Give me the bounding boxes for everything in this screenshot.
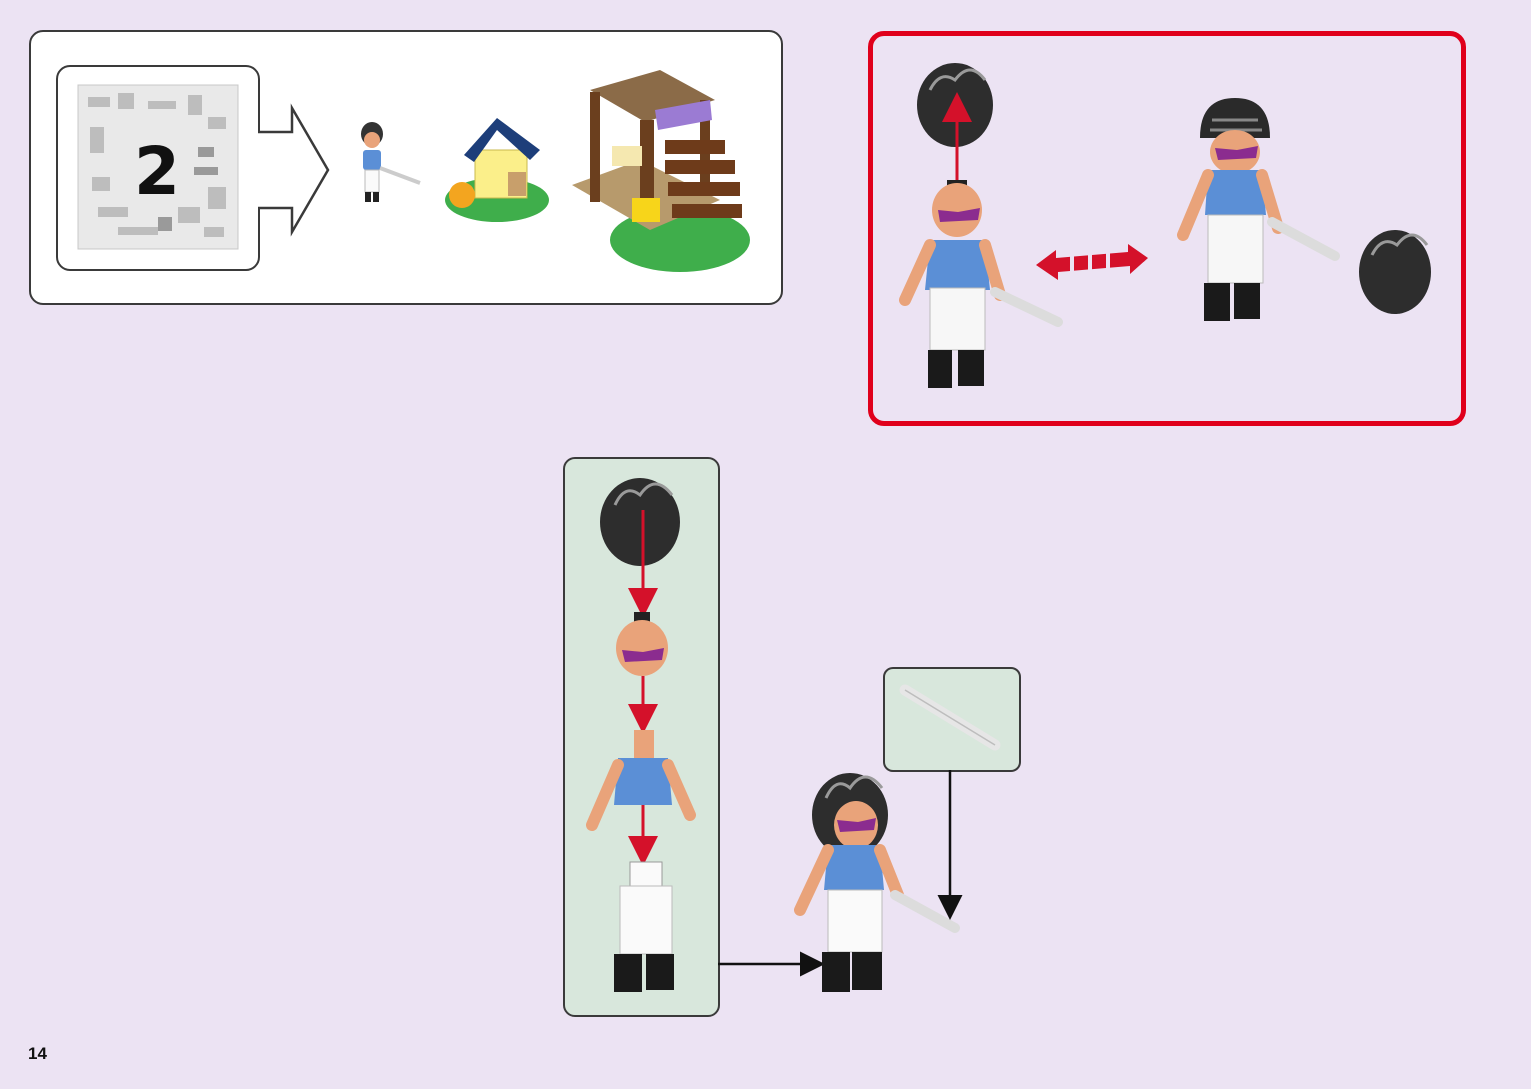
removed-hair-piece xyxy=(1359,230,1431,314)
sub-head xyxy=(616,612,668,676)
sub-torso xyxy=(586,730,696,831)
preview-minifigure xyxy=(361,122,421,202)
completed-minifigure xyxy=(794,773,960,992)
alternate-build-panel xyxy=(868,31,1466,426)
preview-doghouse xyxy=(445,118,549,222)
figure-without-hair xyxy=(899,63,1063,388)
preview-shelter xyxy=(572,70,750,272)
sub-legs xyxy=(614,861,674,992)
swap-arrow xyxy=(1036,244,1148,280)
parts-bag-image xyxy=(77,84,239,250)
figure-with-helmet xyxy=(1177,98,1340,321)
bag-to-contents-arrow xyxy=(258,103,330,237)
bag-frame xyxy=(56,65,260,271)
sub-hair xyxy=(600,478,680,566)
bag-number: 2 xyxy=(134,133,180,210)
page-number: 14 xyxy=(28,1044,47,1063)
